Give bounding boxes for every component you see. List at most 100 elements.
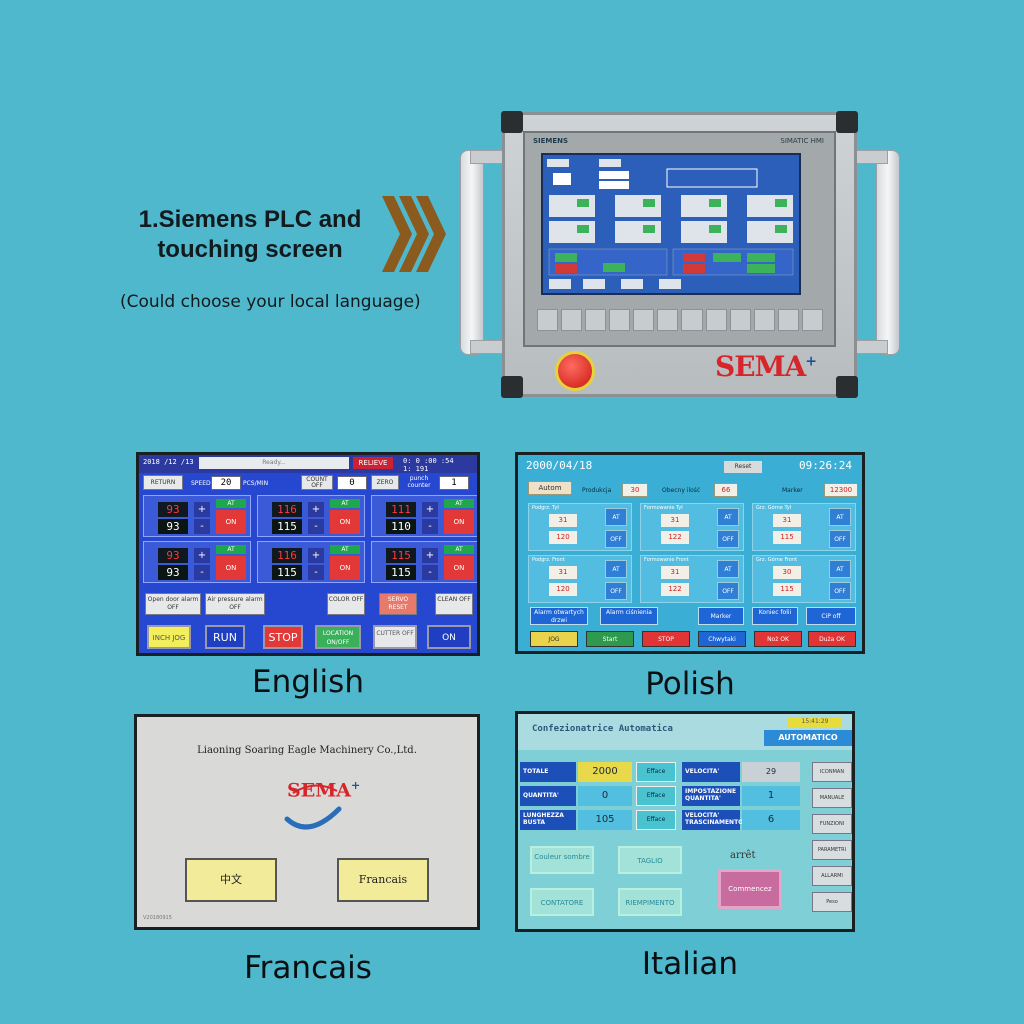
emergency-stop-icon[interactable] <box>555 351 595 391</box>
clean-off-button[interactable]: CLEAN OFF <box>435 593 473 615</box>
function-key[interactable] <box>753 309 775 331</box>
speed-value[interactable]: 20 <box>211 476 241 490</box>
totale-value[interactable]: 2000 <box>578 762 632 782</box>
zone-on-button[interactable]: ON <box>216 510 246 534</box>
count-value[interactable]: 66 <box>714 483 738 497</box>
heater-at-button[interactable]: AT <box>829 560 851 578</box>
heater-at-button[interactable]: AT <box>717 508 739 526</box>
plus-icon[interactable]: + <box>422 548 438 563</box>
heater-at-button[interactable]: AT <box>605 560 627 578</box>
function-key[interactable] <box>633 309 655 331</box>
commencez-button[interactable]: Commencez <box>718 869 782 909</box>
large-ok-button[interactable]: Duża OK <box>808 631 856 647</box>
contatore-button[interactable]: CONTATORE <box>530 888 594 916</box>
zone-on-button[interactable]: ON <box>444 556 474 580</box>
zone-sv[interactable]: 93 <box>158 519 188 534</box>
heater-at-button[interactable]: AT <box>717 560 739 578</box>
zone-sv[interactable]: 115 <box>272 519 302 534</box>
lunghezza-value[interactable]: 105 <box>578 810 632 830</box>
punch-counter-value[interactable]: 1 <box>439 476 469 490</box>
function-key[interactable] <box>657 309 679 331</box>
chinese-language-button[interactable]: 中文 <box>185 858 277 902</box>
efface-button[interactable]: Efface <box>636 810 676 830</box>
heater-set[interactable]: 122 <box>661 531 689 544</box>
grippers-button[interactable]: Chwytaki <box>698 631 746 647</box>
heater-off-button[interactable]: OFF <box>829 582 851 600</box>
side-menu-item[interactable]: ALLARMI <box>812 866 852 886</box>
run-button[interactable]: RUN <box>205 625 245 649</box>
heater-off-button[interactable]: OFF <box>605 582 627 600</box>
trascinamento-value[interactable]: 6 <box>742 810 800 830</box>
side-menu-item[interactable]: Peso <box>812 892 852 912</box>
color-off-button[interactable]: COLOR OFF <box>327 593 365 615</box>
marker-button[interactable]: Marker <box>698 607 744 625</box>
zone-at-button[interactable]: AT <box>216 545 246 554</box>
function-key[interactable] <box>585 309 607 331</box>
function-key[interactable] <box>681 309 703 331</box>
quantita-value[interactable]: 0 <box>578 786 632 806</box>
plus-icon[interactable]: + <box>194 502 210 517</box>
minus-icon[interactable]: - <box>308 565 324 580</box>
zone-on-button[interactable]: ON <box>216 556 246 580</box>
heater-off-button[interactable]: OFF <box>829 530 851 548</box>
reset-button[interactable]: Reset <box>724 461 762 473</box>
zone-sv[interactable]: 115 <box>386 565 416 580</box>
francais-language-button[interactable]: Francais <box>337 858 429 902</box>
relieve-button[interactable]: RELIEVE <box>353 457 393 469</box>
minus-icon[interactable]: - <box>194 565 210 580</box>
zone-at-button[interactable]: AT <box>330 545 360 554</box>
efface-button[interactable]: Efface <box>636 762 676 782</box>
zone-sv[interactable]: 115 <box>272 565 302 580</box>
minus-icon[interactable]: - <box>422 519 438 534</box>
plus-icon[interactable]: + <box>194 548 210 563</box>
function-key[interactable] <box>729 309 751 331</box>
couleur-button[interactable]: Couleur sombre <box>530 846 594 874</box>
function-key[interactable] <box>705 309 727 331</box>
side-menu-item[interactable]: PARAMETRI <box>812 840 852 860</box>
plus-icon[interactable]: + <box>308 548 324 563</box>
heater-set[interactable]: 120 <box>549 583 577 596</box>
minus-icon[interactable]: - <box>422 565 438 580</box>
plus-icon[interactable]: + <box>422 502 438 517</box>
heater-off-button[interactable]: OFF <box>717 582 739 600</box>
air-pressure-alarm-button[interactable]: Air pressure alarm OFF <box>205 593 265 615</box>
zone-sv[interactable]: 93 <box>158 565 188 580</box>
zone-on-button[interactable]: ON <box>330 510 360 534</box>
inch-jog-button[interactable]: INCH JOG <box>147 625 191 649</box>
location-toggle-button[interactable]: LOCATION ON/OFF <box>315 625 361 649</box>
side-menu-item[interactable]: ICONMAN <box>812 762 852 782</box>
hmi-touchscreen[interactable] <box>541 153 801 295</box>
heater-set[interactable]: 115 <box>773 583 801 596</box>
heater-set[interactable]: 115 <box>773 531 801 544</box>
function-key[interactable] <box>777 309 799 331</box>
heater-off-button[interactable]: OFF <box>717 530 739 548</box>
production-value[interactable]: 30 <box>622 483 648 497</box>
cip-off-button[interactable]: CiP off <box>806 607 856 625</box>
efface-button[interactable]: Efface <box>636 786 676 806</box>
heater-set[interactable]: 120 <box>549 531 577 544</box>
function-key[interactable] <box>537 309 559 331</box>
door-alarm-button[interactable]: Alarm otwartych drzwi <box>530 607 588 625</box>
foil-end-button[interactable]: Koniec folii <box>752 607 798 625</box>
autom-button[interactable]: Autom <box>528 481 572 495</box>
zone-at-button[interactable]: AT <box>330 499 360 508</box>
stop-button[interactable]: STOP <box>642 631 690 647</box>
on-button[interactable]: ON <box>427 625 471 649</box>
heater-at-button[interactable]: AT <box>829 508 851 526</box>
zone-on-button[interactable]: ON <box>330 556 360 580</box>
marker-value[interactable]: 12300 <box>824 483 858 497</box>
minus-icon[interactable]: - <box>308 519 324 534</box>
function-key[interactable] <box>561 309 583 331</box>
knife-ok-button[interactable]: Noż OK <box>754 631 802 647</box>
stop-button[interactable]: STOP <box>263 625 303 649</box>
count-value[interactable]: 0 <box>337 476 367 490</box>
zone-at-button[interactable]: AT <box>444 545 474 554</box>
heater-at-button[interactable]: AT <box>605 508 627 526</box>
servo-reset-button[interactable]: SERVO RESET <box>379 593 417 615</box>
pressure-alarm-button[interactable]: Alarm ciśnienia <box>600 607 658 625</box>
function-key[interactable] <box>609 309 631 331</box>
side-menu-item[interactable]: MANUALE <box>812 788 852 808</box>
zone-on-button[interactable]: ON <box>444 510 474 534</box>
door-alarm-button[interactable]: Open door alarm OFF <box>145 593 201 615</box>
heater-off-button[interactable]: OFF <box>605 530 627 548</box>
